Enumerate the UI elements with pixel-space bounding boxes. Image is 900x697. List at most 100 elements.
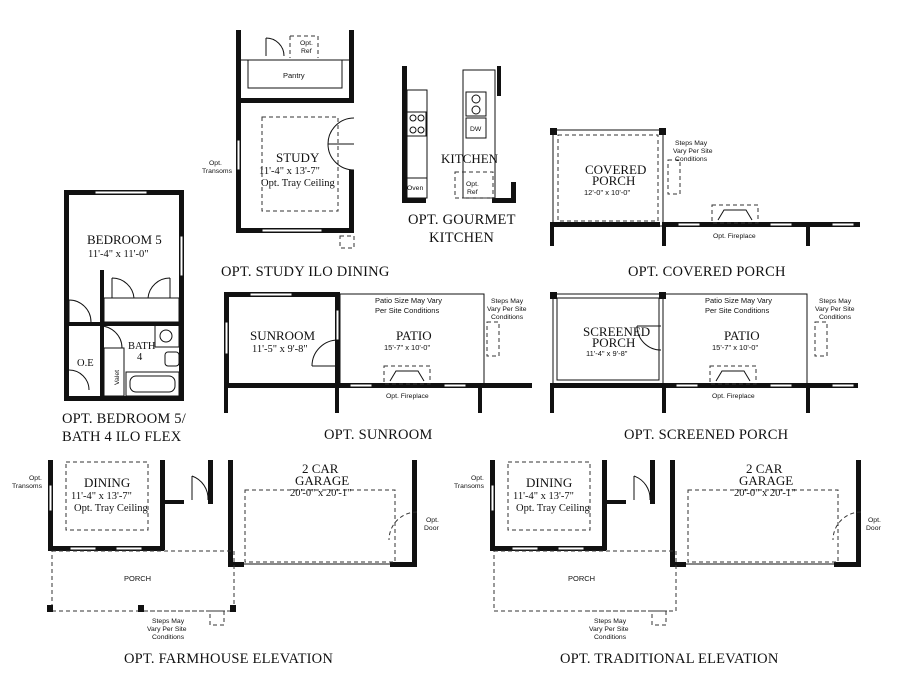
farm-steps-1: Steps May <box>152 618 185 625</box>
sunroom-steps-3: Conditions <box>491 314 524 321</box>
sunroom-patio-note-1: Patio Size May Vary <box>375 296 442 305</box>
screened-house-wall <box>550 383 858 388</box>
screened-patio-note-1: Patio Size May Vary <box>705 296 772 305</box>
farm-steps-3: Conditions <box>152 634 185 641</box>
screened-fireplace <box>709 365 757 385</box>
caption-screened: OPT. SCREENED PORCH <box>624 427 789 443</box>
sunroom-steps-1: Steps May <box>491 298 524 305</box>
kitchen-left-wall <box>402 66 407 202</box>
covered-room-2: PORCH <box>592 173 635 188</box>
bedroom-room-label: BEDROOM 5 <box>87 232 162 247</box>
farm-door-2: Door <box>424 525 439 532</box>
traditional-plan: Opt. Transoms DINING 11'-4" x 13'-7" Opt… <box>454 460 881 667</box>
trad-steps-3: Conditions <box>594 634 627 641</box>
caption-study: OPT. STUDY ILO DINING <box>221 264 390 280</box>
trad-garage-interior <box>687 489 839 563</box>
caption-covered: OPT. COVERED PORCH <box>628 264 786 280</box>
study-right-wall-lower <box>349 170 354 232</box>
farm-garage-right-wall <box>412 460 417 567</box>
toilet <box>164 351 180 367</box>
farm-transoms-1: Opt. <box>29 475 42 482</box>
covered-steps-1: Steps May <box>675 140 708 147</box>
covered-fireplace-label: Opt. Fireplace <box>713 233 756 240</box>
trad-dining-dims: 11'-4" x 13'-7" <box>513 491 574 502</box>
bathtub <box>125 371 180 397</box>
bedroom-left-wall <box>64 190 69 400</box>
study-door-lower <box>327 143 355 171</box>
screened-dims: 11'-4" x 9'-8" <box>586 349 628 358</box>
screened-room-2: PORCH <box>592 335 635 350</box>
valet-label: Valet <box>114 370 121 385</box>
screened-patio-dims: 15'-7" x 10'-0" <box>712 343 758 352</box>
screened-steps-2: Vary Per Site <box>815 306 855 313</box>
bath-label-2: 4 <box>137 352 143 363</box>
study-door-upper <box>327 117 355 145</box>
farm-dining-dims: 11'-4" x 13'-7" <box>71 491 132 502</box>
sunroom-room-label: SUNROOM <box>250 328 315 343</box>
farm-garage-1: 2 CAR <box>302 461 339 476</box>
farm-garage-left-wall <box>228 460 233 566</box>
trad-porch <box>493 550 677 612</box>
caption-gourmet-2: KITCHEN <box>429 230 494 246</box>
covered-room-1: COVERED <box>585 162 646 177</box>
trad-garage-1: 2 CAR <box>746 461 783 476</box>
farm-dining-tray <box>65 461 149 531</box>
oe-label: O.E <box>77 358 94 369</box>
kitchen-plan: DW KITCHEN Oven Opt. Ref OPT. GOURMET KI… <box>402 66 516 246</box>
covered-house-wall-a <box>550 222 660 227</box>
screened-room-1: SCREENED <box>583 324 650 339</box>
sunroom-fireplace <box>383 365 431 385</box>
sunroom-plan: SUNROOM 11'-5" x 9'-8" Patio Size May Va… <box>224 292 532 443</box>
screened-steps-3: Conditions <box>819 314 852 321</box>
caption-bedroom-1: OPT. BEDROOM 5/ <box>62 411 187 427</box>
farm-dining-label: DINING <box>84 475 130 490</box>
farm-garage-interior <box>244 489 396 563</box>
trad-porch-label: PORCH <box>568 574 595 583</box>
covered-dims: 12'-0" x 10'-0" <box>584 188 630 197</box>
covered-porch-plan: COVERED PORCH 12'-0" x 10'-0" Steps May … <box>550 128 860 280</box>
covered-house-wall-b <box>662 222 860 227</box>
study-dims: 11'-4" x 13'-7" <box>259 166 320 177</box>
sunroom-fireplace-label: Opt. Fireplace <box>386 393 429 400</box>
farm-transoms-2: Transoms <box>12 483 43 490</box>
sunroom-patio-note-2: Per Site Conditions <box>375 306 439 315</box>
kitchen-opt-ref-2: Ref <box>467 189 478 196</box>
sunroom-patio-dims: 15'-7" x 10'-0" <box>384 343 430 352</box>
covered-steps-3: Conditions <box>675 156 708 163</box>
sunroom-patio-label: PATIO <box>396 328 432 343</box>
study-room-label: STUDY <box>276 150 320 165</box>
kitchen-island <box>462 69 496 199</box>
sunroom-steps-2: Vary Per Site <box>487 306 527 313</box>
trad-garage-dims: 20'-0" x 20'-1" <box>734 488 795 499</box>
caption-traditional: OPT. TRADITIONAL ELEVATION <box>560 651 779 667</box>
screened-patio-note-2: Per Site Conditions <box>705 306 769 315</box>
farm-steps-2: Vary Per Site <box>147 626 187 633</box>
study-tray-label: Opt. Tray Ceiling <box>261 178 336 189</box>
caption-sunroom: OPT. SUNROOM <box>324 427 432 443</box>
bath-vanity <box>154 324 180 348</box>
cooktop <box>406 111 427 137</box>
trad-transoms-1: Opt. <box>471 475 484 482</box>
trad-dining-label: DINING <box>526 475 572 490</box>
caption-bedroom-2: BATH 4 ILO FLEX <box>62 429 182 445</box>
sunroom-dims: 11'-5" x 9'-8" <box>252 344 308 355</box>
bedroom-right-wall <box>179 190 184 400</box>
farm-garage-dims: 20'-0" x 20'-1" <box>290 488 351 499</box>
farm-tray-label: Opt. Tray Ceiling <box>74 503 149 514</box>
trad-garage-right-wall <box>856 460 861 567</box>
study-opt-ref-2: Ref <box>301 48 312 55</box>
oven-label: Oven <box>407 185 423 192</box>
kitchen-opt-ref-1: Opt. <box>466 181 479 188</box>
bath-label-1: BATH <box>128 341 156 352</box>
pantry-label: Pantry <box>283 71 305 80</box>
sunroom-patio <box>339 293 485 385</box>
trad-tray-label: Opt. Tray Ceiling <box>516 503 591 514</box>
farm-door-1: Opt. <box>426 517 439 524</box>
screened-fireplace-label: Opt. Fireplace <box>712 393 755 400</box>
screened-steps-1: Steps May <box>819 298 852 305</box>
study-opt-ref-1: Opt. <box>300 40 313 47</box>
covered-fireplace <box>711 204 759 224</box>
farmhouse-plan: Opt. Transoms DINING 11'-4" x 13'-7" Opt… <box>12 460 439 667</box>
